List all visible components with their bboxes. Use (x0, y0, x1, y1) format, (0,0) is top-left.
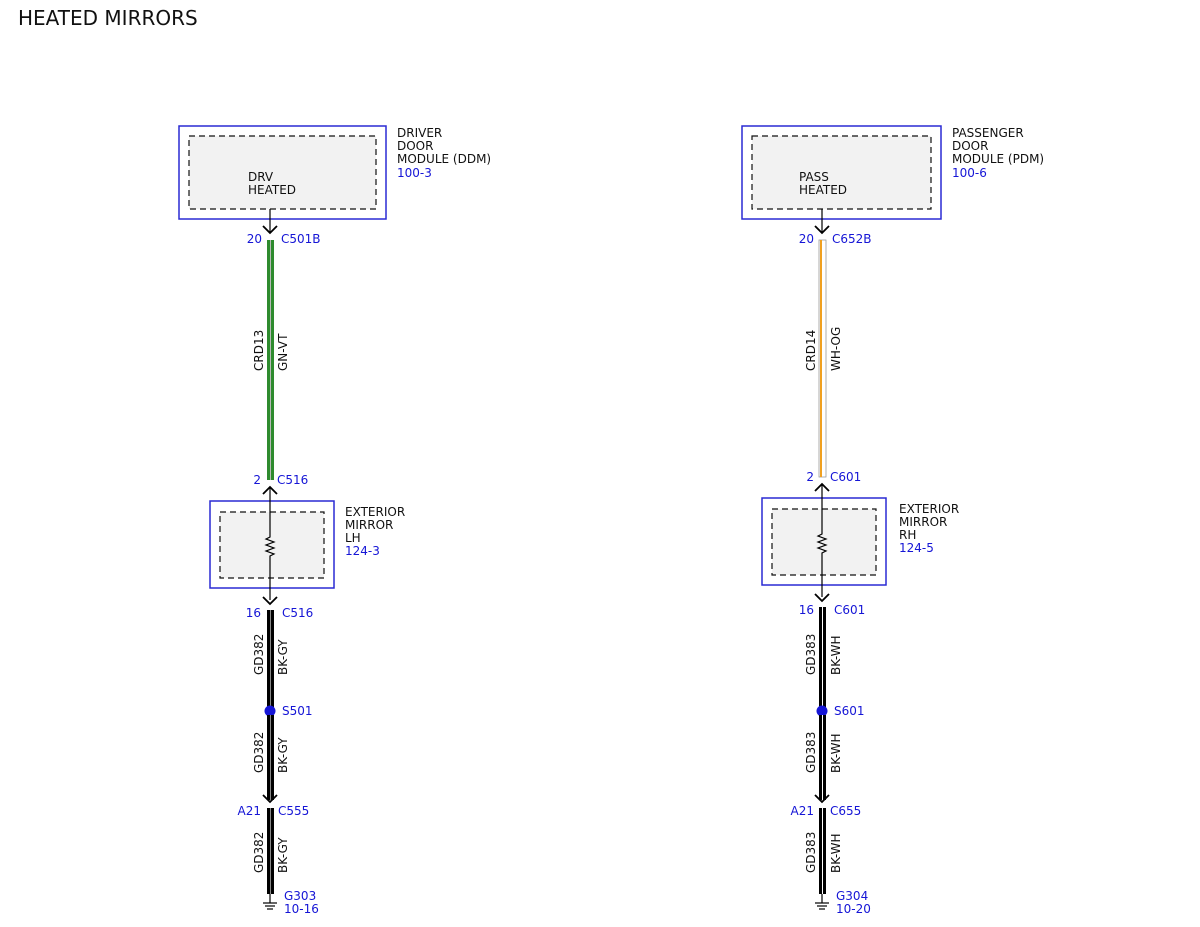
c555-pin: A21 (238, 804, 261, 818)
pdm-inner-box (751, 135, 932, 210)
left-circuit: DRV HEATED DRIVER DOOR MODULE (DDM) 100-… (178, 125, 491, 916)
pdm-inner-label-2: HEATED (799, 183, 847, 197)
gd383-1-color-label: BK-WH (829, 635, 843, 675)
mirror-rh-ref: 124-5 (899, 541, 934, 555)
s501-label: S501 (282, 704, 313, 718)
c601-lower-name: C601 (834, 603, 865, 617)
g303-ref: 10-16 (284, 902, 319, 916)
c652b-connector-symbol (814, 225, 830, 235)
c601-upper-pin: 2 (806, 470, 814, 484)
mirror-lh-name-3: LH (345, 531, 361, 545)
mirror-rh-name-1: EXTERIOR (899, 502, 959, 516)
ground-icon (815, 894, 829, 910)
c501b-pin: 20 (247, 232, 262, 246)
pdm-ref: 100-6 (952, 166, 987, 180)
mirror-lh-name-1: EXTERIOR (345, 505, 405, 519)
gd382-3-circuit-label: GD382 (252, 832, 266, 873)
crd14-color-label: WH-OG (829, 327, 843, 371)
mirror-lh-box (209, 500, 335, 589)
gd383-2-circuit-label: GD383 (804, 732, 818, 773)
c655-name: C655 (830, 804, 861, 818)
c501b-connector-symbol (262, 225, 278, 235)
s501-splice (264, 705, 276, 717)
gd382-2-circuit-label: GD382 (252, 732, 266, 773)
gd383-3-color-label: BK-WH (829, 833, 843, 873)
ddm-name-3: MODULE (DDM) (397, 152, 491, 166)
ddm-name-1: DRIVER (397, 126, 442, 140)
gd382-3-color-label: BK-GY (276, 837, 290, 873)
g304-name: G304 (836, 889, 868, 903)
c601-upper-name: C601 (830, 470, 861, 484)
c516-lower-connector-symbol (262, 596, 278, 606)
ddm-name-2: DOOR (397, 139, 433, 153)
mirror-rh-box (761, 497, 887, 586)
ddm-inner-box (188, 135, 377, 210)
pdm-name-2: DOOR (952, 139, 988, 153)
c601-lower-connector-symbol (814, 593, 830, 603)
c652b-pin: 20 (799, 232, 814, 246)
c655-pin: A21 (791, 804, 814, 818)
mirror-lh-inner-box (219, 511, 325, 579)
mirror-rh-inner-box (771, 508, 877, 576)
mirror-lh-name-2: MIRROR (345, 518, 393, 532)
mirror-rh-name-2: MIRROR (899, 515, 947, 529)
crd14-circuit-label: CRD14 (804, 330, 818, 371)
pdm-inner-label-1: PASS (799, 170, 829, 184)
ddm-inner-label-2: HEATED (248, 183, 296, 197)
c555-connector-symbol (262, 794, 278, 804)
c601-lower-pin: 16 (799, 603, 814, 617)
s601-label: S601 (834, 704, 865, 718)
gd382-1-circuit-label: GD382 (252, 634, 266, 675)
crd14-wire (818, 239, 827, 478)
c501b-name: C501B (281, 232, 321, 246)
mirror-rh-heater-element (816, 484, 828, 597)
c516-upper-name: C516 (277, 473, 308, 487)
ddm-inner-label-1: DRV (248, 170, 274, 184)
gd382-1-color-label: BK-GY (276, 639, 290, 675)
c655-connector-symbol (814, 794, 830, 804)
pdm-name-1: PASSENGER (952, 126, 1024, 140)
gd383-2-color-label: BK-WH (829, 733, 843, 773)
c516-upper-pin: 2 (253, 473, 261, 487)
s601-splice (816, 705, 828, 717)
crd13-color-label: GN-VT (276, 333, 290, 371)
c516-lower-pin: 16 (246, 606, 261, 620)
c652b-name: C652B (832, 232, 872, 246)
pdm-name-3: MODULE (PDM) (952, 152, 1044, 166)
mirror-lh-ref: 124-3 (345, 544, 380, 558)
ddm-ref: 100-3 (397, 166, 432, 180)
c555-name: C555 (278, 804, 309, 818)
ground-icon (263, 894, 277, 910)
diagram-title: HEATED MIRRORS (18, 6, 198, 30)
pdm-module-box (741, 125, 942, 220)
gd383-1-circuit-label: GD383 (804, 634, 818, 675)
c516-lower-name: C516 (282, 606, 313, 620)
mirror-lh-heater-element (264, 487, 276, 600)
right-circuit: PASS HEATED PASSENGER DOOR MODULE (PDM) … (741, 125, 1044, 916)
ddm-module-box (178, 125, 387, 220)
mirror-rh-name-3: RH (899, 528, 916, 542)
g304-ref: 10-20 (836, 902, 871, 916)
gd383-3-circuit-label: GD383 (804, 832, 818, 873)
gd382-2-color-label: BK-GY (276, 737, 290, 773)
crd13-circuit-label: CRD13 (252, 330, 266, 371)
g303-name: G303 (284, 889, 316, 903)
